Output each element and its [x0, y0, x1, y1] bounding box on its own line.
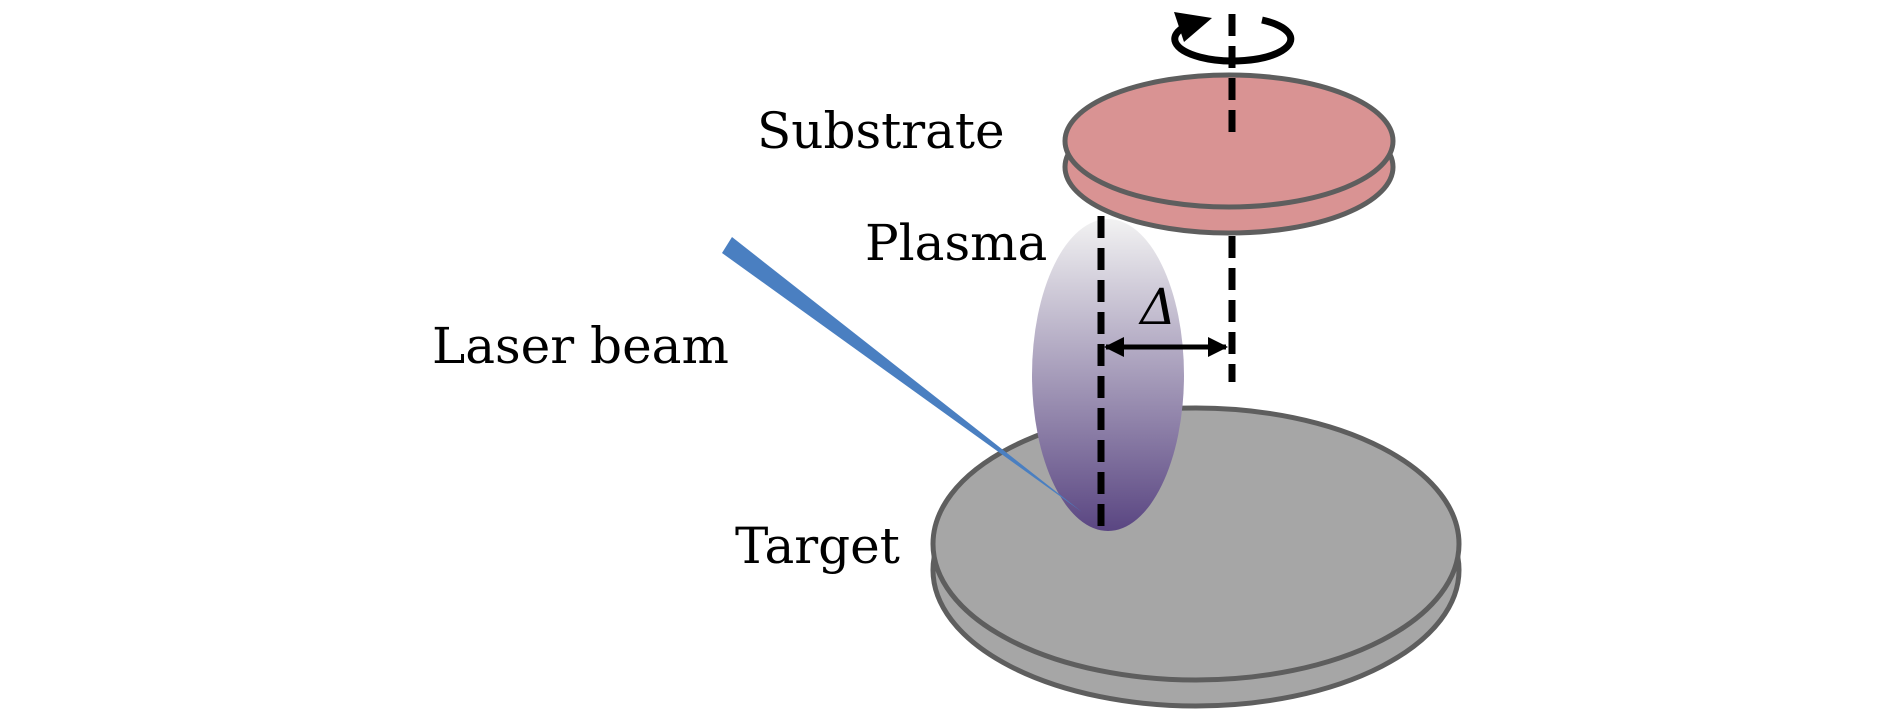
substrate-disk-top — [1062, 72, 1396, 210]
target-label: Target — [735, 517, 900, 575]
substrate-disk — [1062, 72, 1396, 236]
substrate-label: Substrate — [757, 102, 1005, 160]
plasma-plume — [1032, 219, 1184, 531]
target-disk-top — [930, 405, 1462, 683]
laser-beam — [722, 237, 1082, 512]
target-disk — [930, 405, 1462, 709]
plasma-label: Plasma — [865, 214, 1047, 272]
rotation-arrow-icon — [1171, 12, 1295, 65]
offset-delta-label: Δ — [1138, 278, 1176, 336]
laser-beam-label: Laser beam — [432, 317, 729, 375]
